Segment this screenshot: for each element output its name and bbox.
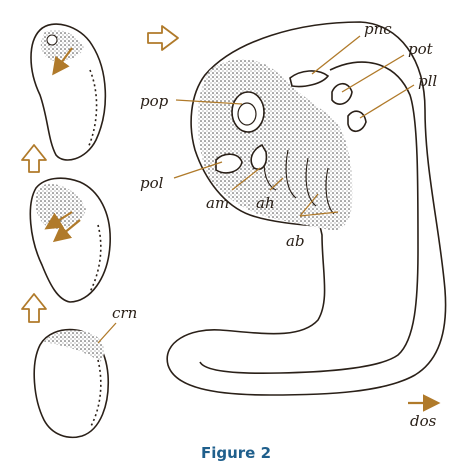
embryo-stage-earliest: [33, 328, 110, 439]
label-pol: pol: [140, 174, 164, 192]
right-arrow: [147, 25, 179, 51]
label-pop: pop: [140, 92, 169, 110]
up-arrow-upper: [21, 144, 47, 173]
up-arrow-lower: [21, 293, 47, 323]
label-crn: crn: [112, 304, 137, 322]
figure-caption: Figure 2: [201, 444, 271, 462]
label-ah: ah: [256, 194, 275, 212]
label-dos: dos: [410, 412, 437, 430]
embryo-stage-early-top: [30, 23, 107, 161]
label-ab: ab: [286, 232, 305, 250]
label-pll: pll: [418, 72, 437, 90]
label-pnc: pnc: [364, 20, 392, 38]
embryo-stage-early-middle: [29, 177, 111, 303]
label-am: am: [206, 194, 229, 212]
label-pot: pot: [408, 40, 434, 58]
